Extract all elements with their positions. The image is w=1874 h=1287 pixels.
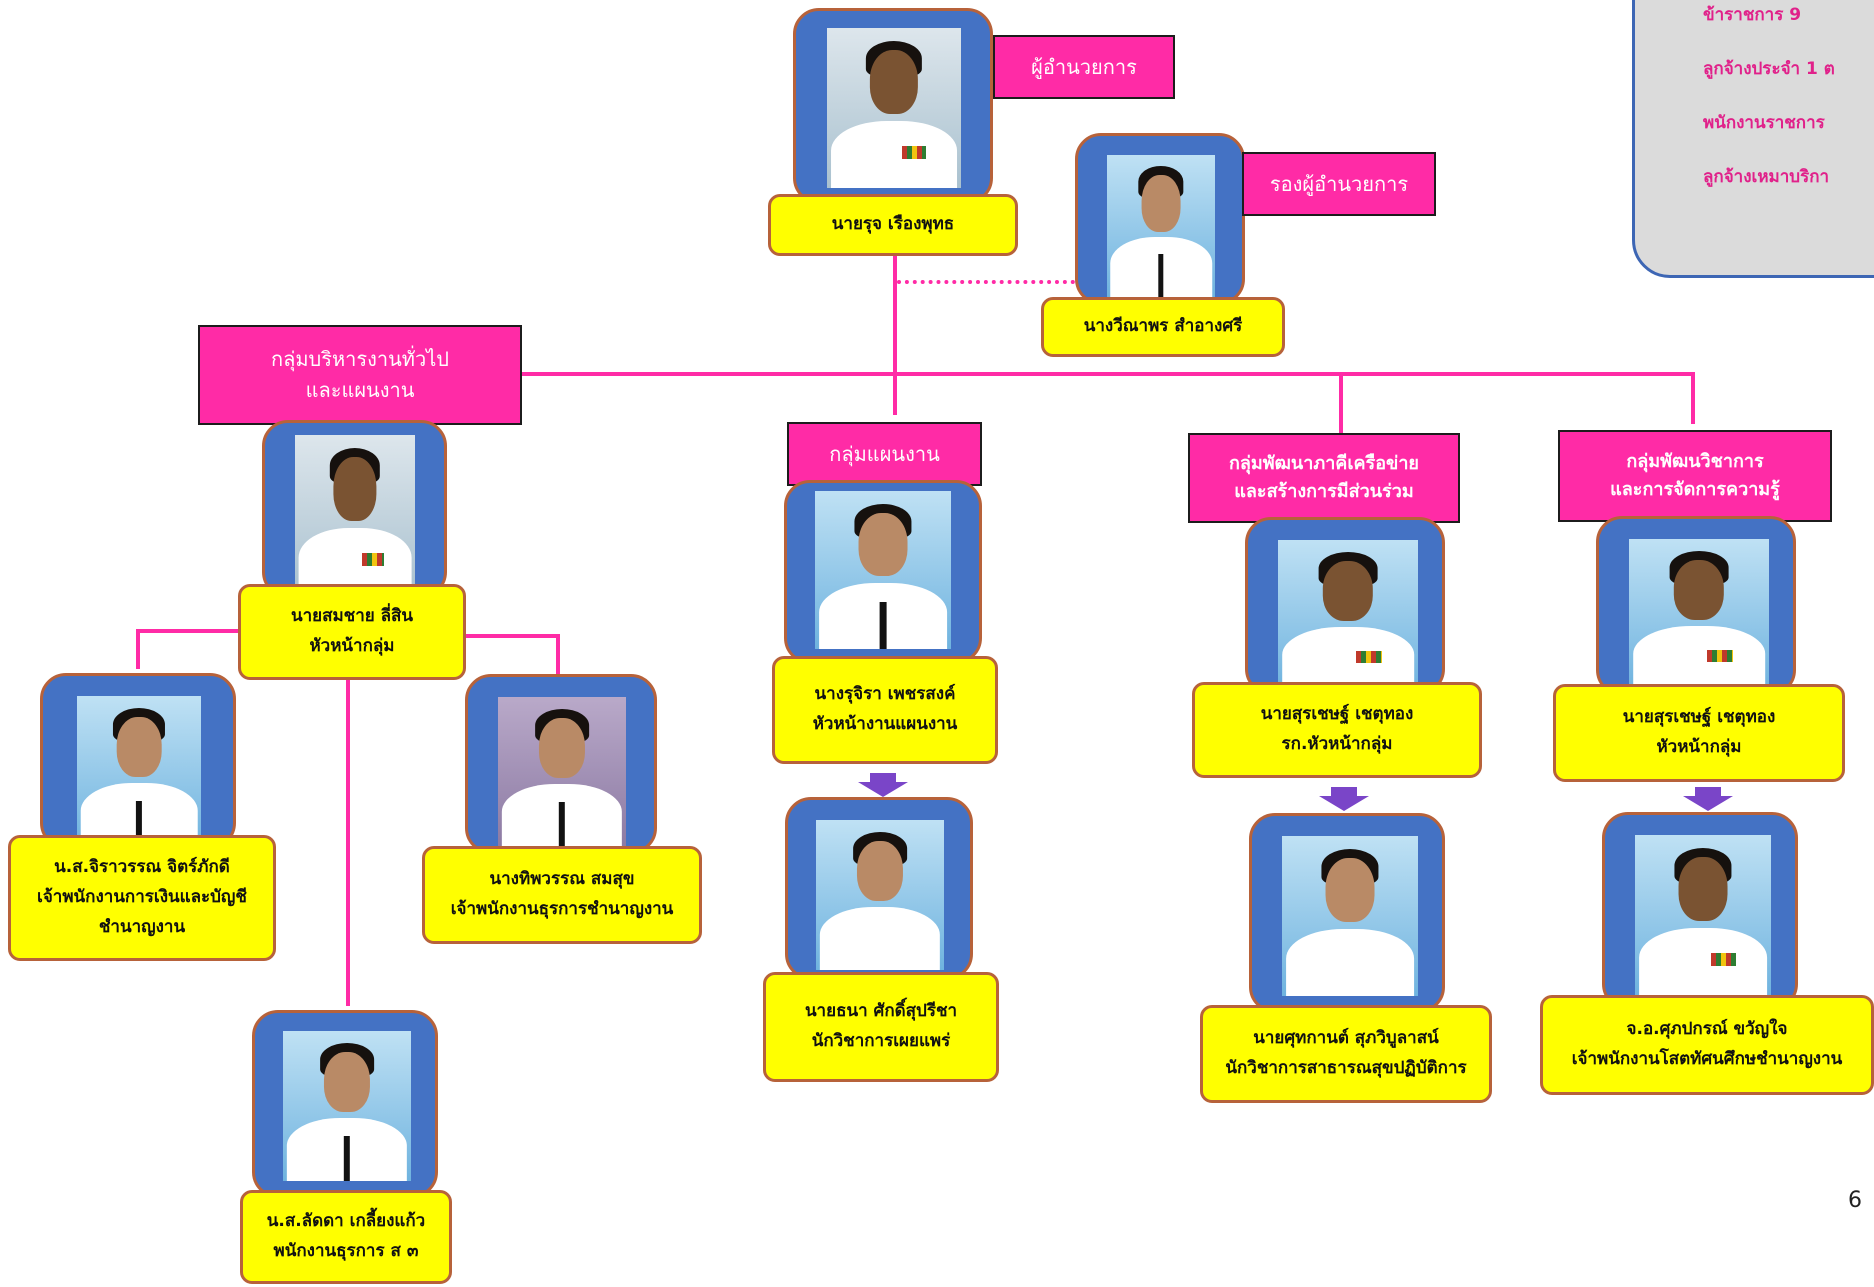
staff-summary-panel: ข้าราชการ 9 ลูกจ้างประจำ 1 ต พนักงานราชก… xyxy=(1632,0,1874,278)
deputy-photo xyxy=(1107,155,1215,297)
connector-line xyxy=(136,629,140,669)
plan-down-arrow xyxy=(858,773,908,797)
admin-staff2-name: นางทิพวรรณ สมสุข เจ้าพนักงานธุรการชำนาญง… xyxy=(422,846,702,944)
admin-head-name: นายสมชาย ลี่สิน หัวหน้ากลุ่ม xyxy=(238,584,466,680)
admin-staff2-photo-frame xyxy=(465,674,657,854)
connector-line xyxy=(346,678,350,1006)
admin-staff2-photo xyxy=(498,697,626,847)
plan-group-title: กลุ่มแผนงาน xyxy=(787,422,982,486)
summary-row-government-employees: พนักงานราชการ xyxy=(1703,113,1825,133)
plan-staff-photo-frame xyxy=(785,797,973,980)
page-number: 6 xyxy=(1848,1188,1862,1213)
summary-row-permanent-employees: ลูกจ้างประจำ 1 ต xyxy=(1703,59,1835,79)
plan-head-name: นางรุจิรา เพชรสงค์ หัวหน้างานแผนงาน xyxy=(772,656,998,764)
network-staff-photo xyxy=(1282,836,1418,996)
network-staff-name: นายศุทกานต์ สุภวิบูลาสน์ นักวิชาการสาธาร… xyxy=(1200,1005,1492,1103)
summary-row-contract-employees: ลูกจ้างเหมาบริกา xyxy=(1703,167,1830,187)
connector-line xyxy=(556,634,560,674)
network-down-arrow xyxy=(1319,787,1369,811)
network-head-photo-frame xyxy=(1245,517,1445,695)
network-group-title: กลุ่มพัฒนาภาคีเครือข่าย และสร้างการมีส่ว… xyxy=(1188,433,1460,523)
connector-line xyxy=(1691,372,1695,424)
admin-staff1-photo xyxy=(77,696,201,846)
academic-group-title: กลุ่มพัฒนวิชาการ และการจัดการความรู้ xyxy=(1558,430,1832,522)
academic-down-arrow xyxy=(1683,787,1733,811)
plan-staff-photo xyxy=(816,820,944,970)
admin-head-photo xyxy=(295,435,415,595)
admin-staff1-name: น.ส.จิราวรรณ จิตร์ภักดี เจ้าพนักงานการเง… xyxy=(8,835,276,961)
deputy-name: นางวีณาพร สำอางศรี xyxy=(1041,297,1285,357)
deputy-dotted-connector xyxy=(897,280,1075,284)
connector-line xyxy=(893,212,897,415)
admin-staff1-photo-frame xyxy=(40,673,236,849)
plan-staff-name: นายธนา ศักดิ์สุปรีชา นักวิชาการเผยแพร่ xyxy=(763,972,999,1082)
academic-staff-photo-frame xyxy=(1602,812,1798,1010)
connector-line xyxy=(1339,372,1343,438)
academic-head-photo-frame xyxy=(1596,516,1796,696)
connector-line xyxy=(464,634,560,638)
admin-group-title: กลุ่มบริหารงานทั่วไป และแผนงาน xyxy=(198,325,522,425)
admin-staff3-photo xyxy=(283,1031,411,1181)
summary-row-civil-servants: ข้าราชการ 9 xyxy=(1703,5,1802,25)
plan-head-photo-frame xyxy=(784,480,982,664)
deputy-photo-frame xyxy=(1075,133,1245,305)
academic-staff-name: จ.อ.ศุภปกรณ์ ขวัญใจ เจ้าพนักงานโสตทัศนศึ… xyxy=(1540,995,1874,1095)
admin-head-photo-frame xyxy=(262,420,447,598)
director-title: ผู้อำนวยการ xyxy=(993,35,1175,99)
deputy-title: รองผู้อำนวยการ xyxy=(1242,152,1436,216)
academic-head-name: นายสุรเชษฐ์ เชตุทอง หัวหน้ากลุ่ม xyxy=(1553,684,1845,782)
director-photo-frame xyxy=(793,8,993,204)
director-name: นายรุจ เรืองพุทธ xyxy=(768,194,1018,256)
admin-staff3-photo-frame xyxy=(252,1010,438,1198)
plan-head-photo xyxy=(815,491,951,649)
admin-staff3-name: น.ส.ลัดดา เกลี้ยงแก้ว พนักงานธุรการ ส ๓ xyxy=(240,1190,452,1284)
network-staff-photo-frame xyxy=(1249,813,1445,1013)
connector-line xyxy=(520,372,1695,376)
academic-head-photo xyxy=(1629,539,1769,689)
network-head-photo xyxy=(1278,540,1418,690)
network-head-name: นายสุรเชษฐ์ เชตุทอง รก.หัวหน้ากลุ่ม xyxy=(1192,682,1482,778)
academic-staff-photo xyxy=(1635,835,1771,995)
director-photo xyxy=(827,28,961,188)
connector-line xyxy=(136,629,240,633)
